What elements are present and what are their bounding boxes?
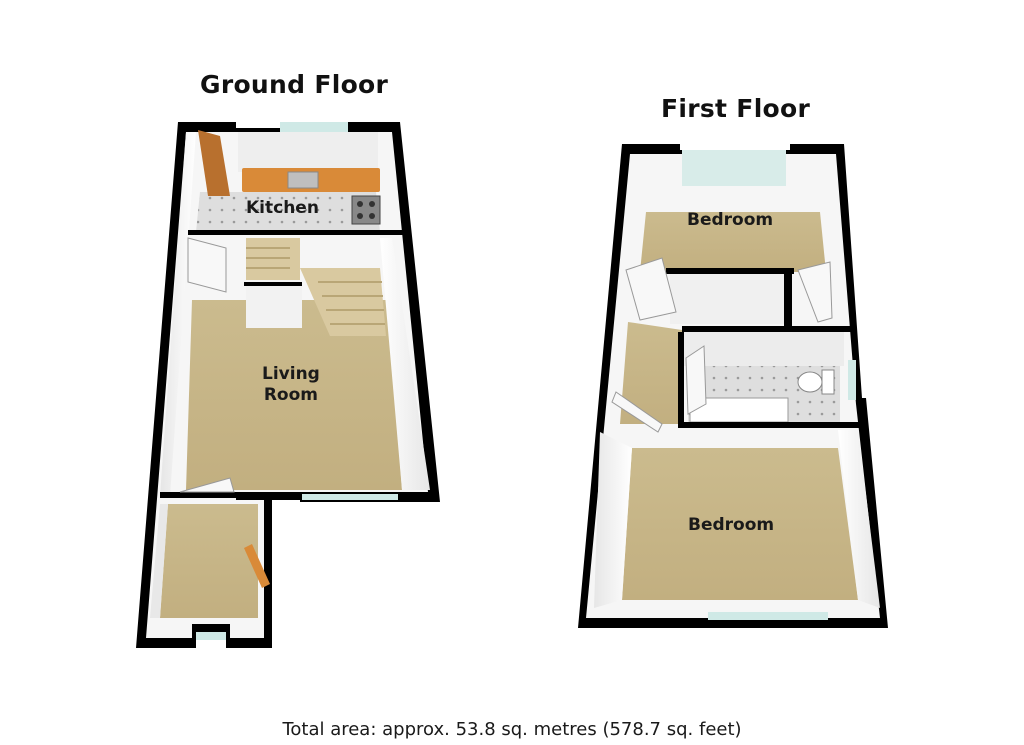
kitchen-door: [198, 130, 230, 196]
hall-floor: [160, 504, 258, 618]
bedroom-bottom-label: Bedroom: [688, 515, 775, 535]
hall-door: [179, 477, 235, 493]
bedroom-top-window: [682, 150, 786, 186]
bedroom-bottom-carpet: [622, 448, 858, 600]
bathroom-window: [848, 360, 856, 400]
kitchen-sink: [287, 171, 319, 189]
front-door: [244, 544, 270, 588]
bathroom-door: [685, 345, 707, 415]
first-floor-title: First Floor: [661, 94, 811, 123]
bedroom-top-door: [625, 257, 677, 321]
first-floor-plan: [578, 144, 888, 628]
landing-carpet: [620, 322, 682, 424]
kitchen-window: [280, 122, 348, 132]
bathroom: [678, 326, 856, 426]
living-room-carpet: [186, 300, 402, 490]
kitchen-label: Kitchen: [246, 198, 319, 218]
living-room-door: [187, 237, 227, 293]
bedroom-top-label: Bedroom: [687, 210, 774, 230]
kitchen-floor: [196, 192, 380, 232]
cupboard: [670, 274, 784, 324]
bedroom-bottom-door: [611, 391, 663, 433]
total-area-caption: Total area: approx. 53.8 sq. metres (578…: [282, 719, 742, 740]
living-room-window: [302, 494, 398, 500]
bedroom-bottom-window: [708, 612, 828, 620]
living-room-label-line2: Room: [263, 385, 318, 405]
ground-floor-title: Ground Floor: [200, 70, 389, 99]
bedroom-top-carpet: [640, 212, 826, 272]
living-room-label: Living Room: [262, 364, 320, 406]
living-room-label-line1: Living: [262, 364, 320, 384]
cupboard-door: [797, 261, 833, 323]
toilet-icon: [797, 371, 823, 393]
ground-floor-plan: [136, 122, 440, 648]
cooker-icon: [351, 195, 381, 225]
staircase: [244, 238, 386, 336]
front-window: [196, 632, 226, 640]
